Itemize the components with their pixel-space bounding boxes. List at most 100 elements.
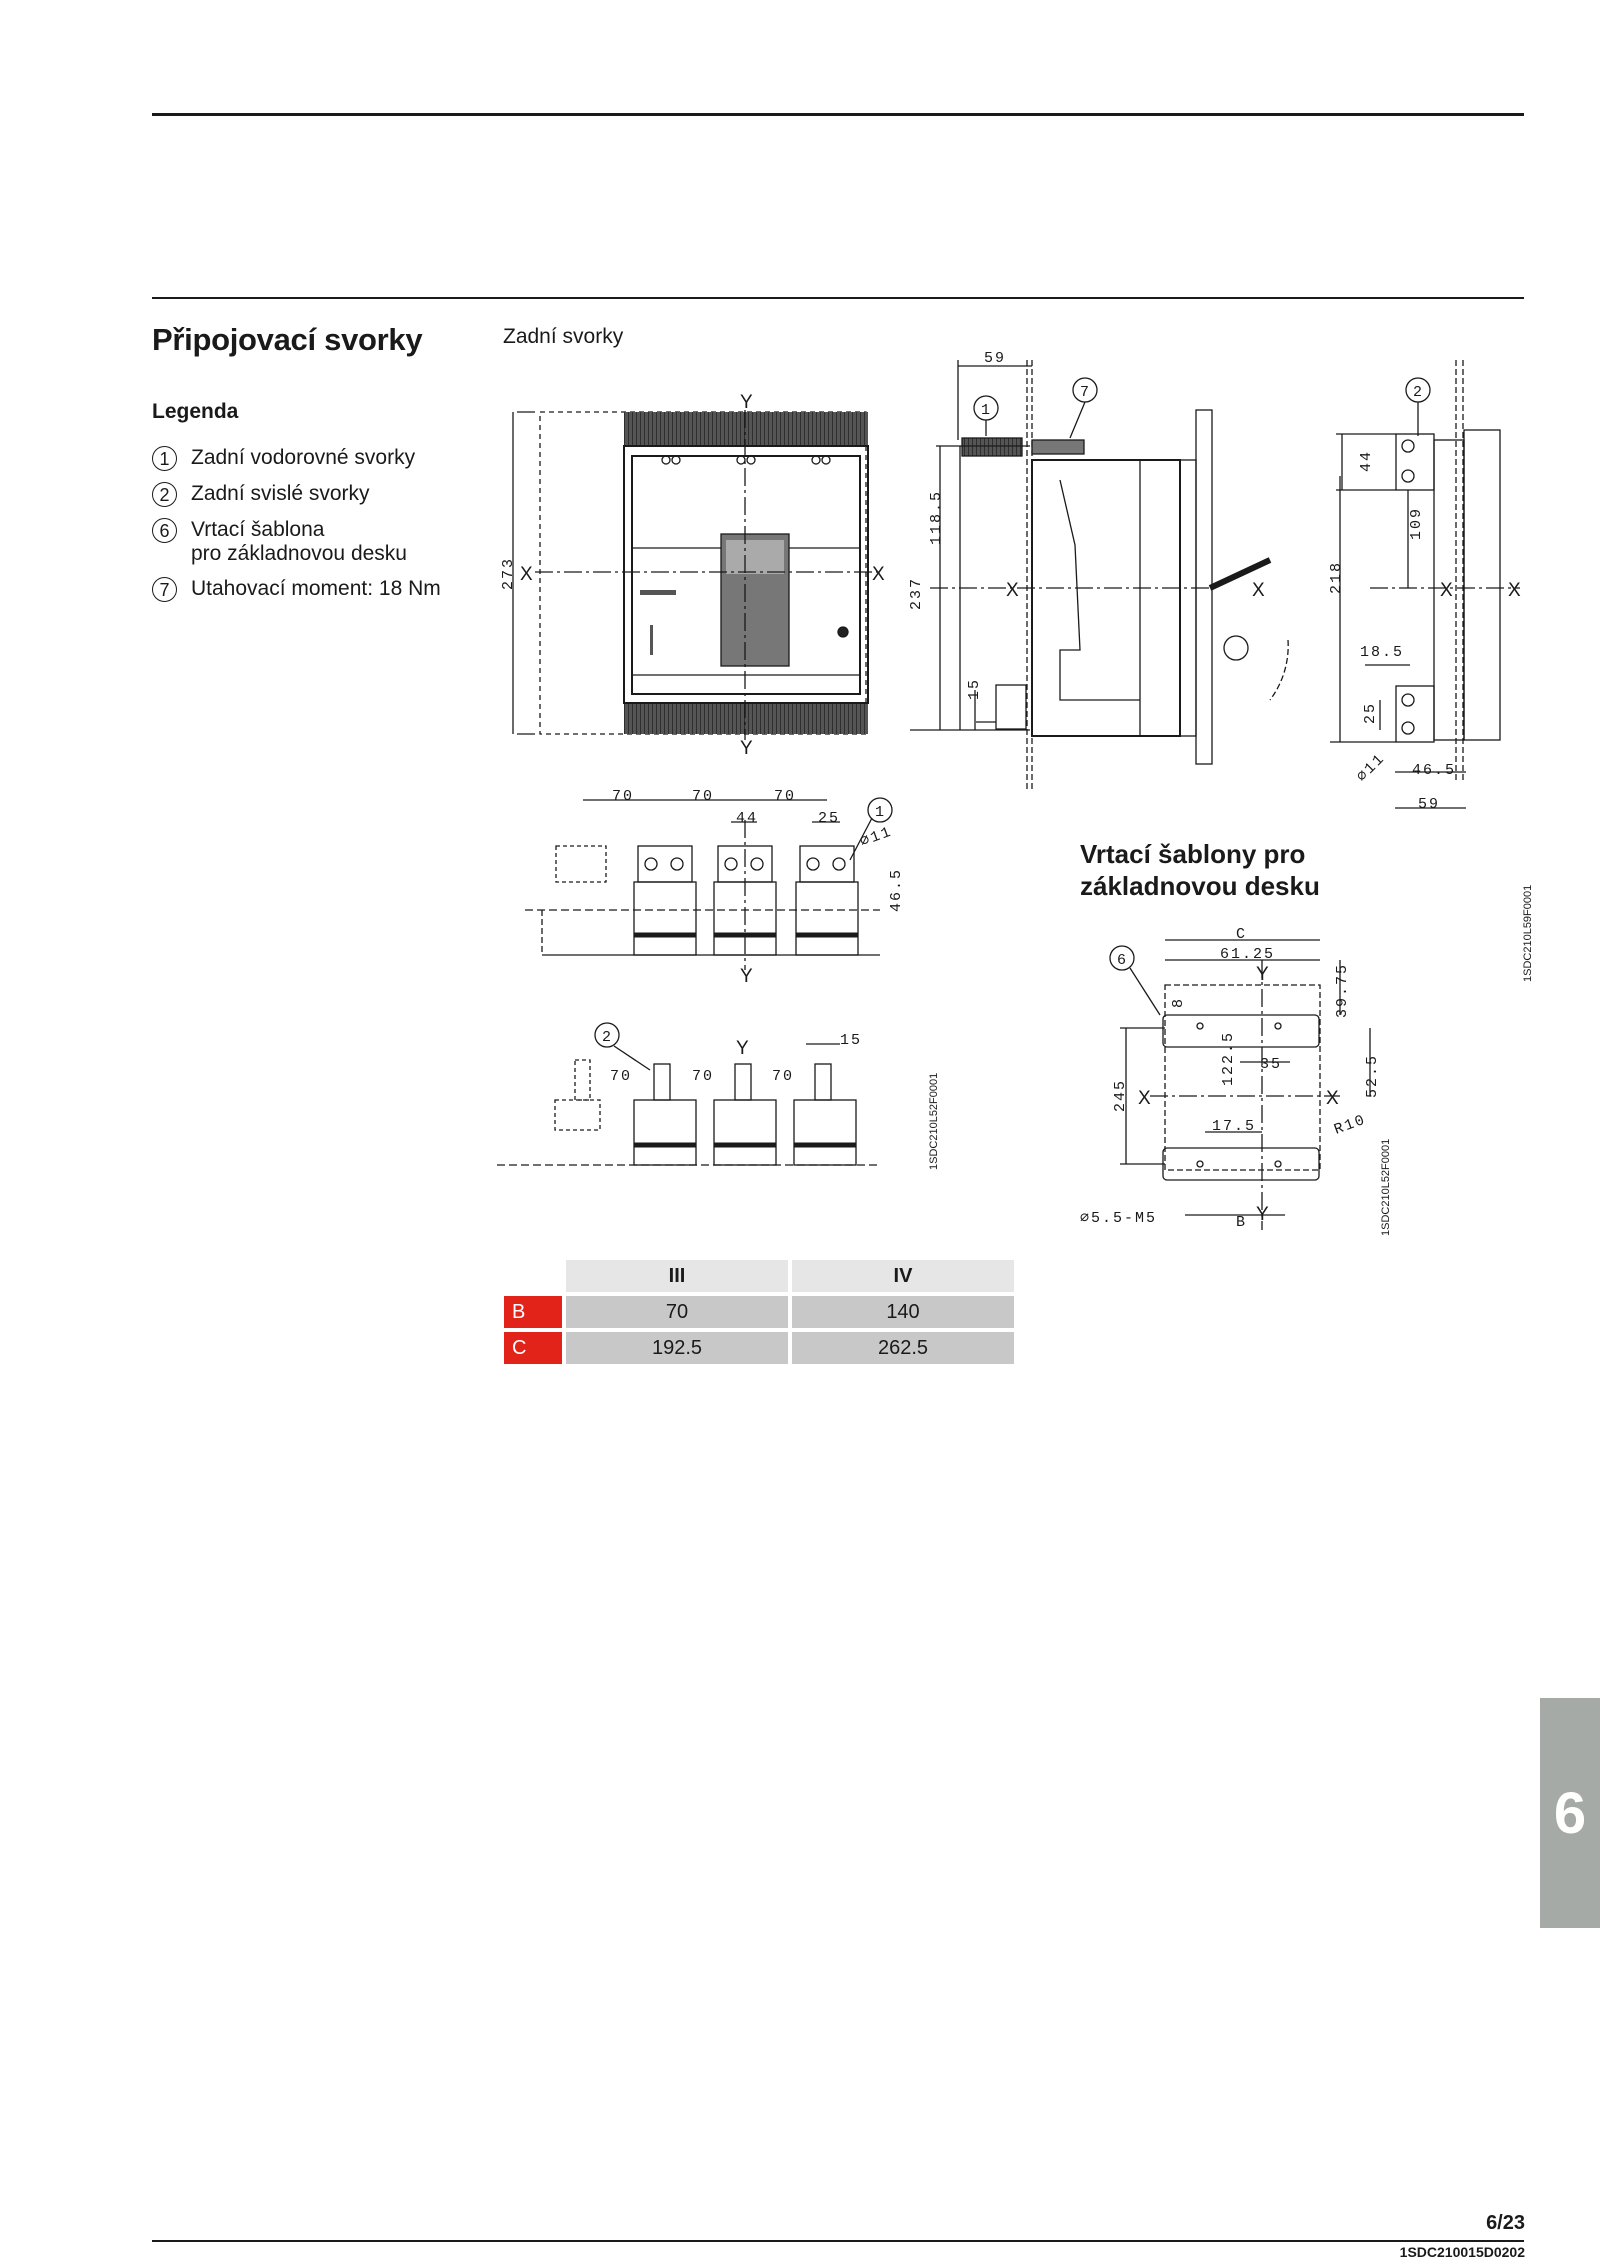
dim-r10: R10 [1332,1111,1369,1138]
drawing-code: 1SDC210L52F0001 [928,1072,940,1170]
callout-1: 1 [875,804,886,821]
dim-122-5: 122.5 [1220,1031,1237,1086]
dim-70: 70 [610,1068,632,1085]
dim-245: 245 [1112,1079,1129,1112]
dim-44: 44 [1358,450,1375,472]
axis-y-label: Y [1256,964,1269,985]
axis-y-label: Y [736,1038,749,1059]
top-rule [152,113,1524,116]
dim-35: 35 [1260,1056,1282,1073]
dim-218: 218 [1328,561,1345,594]
dim-70: 70 [772,1068,794,1085]
dim-237: 237 [908,577,925,610]
callout-6: 6 [1117,952,1128,969]
callout-circles [594,377,1431,1071]
table-row: B 70 140 [504,1296,1014,1328]
axis-x-label: X [1508,580,1521,601]
table-cell: 192.5 [566,1332,788,1364]
dim-118-5: 118.5 [928,490,945,545]
dim-17-5: 17.5 [1212,1118,1256,1135]
legend-text: Utahovací moment: 18 Nm [191,577,441,600]
dim-109: 109 [1408,507,1425,540]
axis-x-label: X [1252,580,1265,601]
dim-46-5: 46.5 [1412,762,1456,779]
row-key: C [504,1332,562,1364]
dim-59: 59 [1418,796,1440,813]
front-view [512,410,880,740]
side-view-vertical [1330,360,1520,809]
legend-text: Vrtací šablona pro základnovou desku [191,518,407,565]
table-cell: 70 [566,1296,788,1328]
axis-x-label: X [520,564,533,585]
axis-x-label: X [872,564,885,585]
drawing-labels: Y Y X X 273 59 237 118.5 15 X X 1 7 44 1… [500,350,1521,1231]
dim-59: 59 [984,350,1006,367]
dim-diameter-11: ∅11 [1354,750,1389,785]
axis-y-label: Y [740,738,753,759]
dim-15: 15 [840,1032,862,1049]
callout-number: 6 [152,518,177,543]
table-cell: 262.5 [792,1332,1014,1364]
dim-46-5: 46.5 [888,868,905,912]
callout-number: 2 [152,482,177,507]
row-key: B [504,1296,562,1328]
callout-number: 1 [152,446,177,471]
subtitle: Zadní svorky [503,325,624,348]
dim-b: B [1236,1214,1247,1231]
dim-15: 15 [966,678,983,700]
dim-25: 25 [818,810,840,827]
dim-52-5: 52.5 [1364,1054,1381,1098]
dim-70: 70 [692,1068,714,1085]
axis-y-label: Y [1256,1204,1269,1225]
legend-item: 6 Vrtací šablona pro základnovou desku [152,518,482,566]
dimension-table: III IV B 70 140 C 192.5 262.5 [500,1256,1018,1368]
dim-25: 25 [1362,702,1379,724]
legend-item: 1 Zadní vodorovné svorky [152,446,482,471]
axis-y-label: Y [740,392,753,413]
legend-title: Legenda [152,400,239,423]
section-rule [152,297,1524,299]
top-view-vertical [497,1043,880,1166]
callout-2: 2 [1413,384,1424,401]
drilling-template-title: Vrtací šablony pro základnovou desku [1080,839,1320,901]
table-cell: 140 [792,1296,1014,1328]
table-header: IV [792,1260,1014,1292]
legend-item: 2 Zadní svislé svorky [152,482,482,507]
legend-text: Zadní vodorovné svorky [191,446,416,469]
legend-list: 1 Zadní vodorovné svorky 2 Zadní svislé … [152,446,482,613]
hole-spec: ∅5.5-M5 [1080,1210,1157,1227]
dim-39-75: 39.75 [1334,963,1351,1018]
table-row: C 192.5 262.5 [504,1332,1014,1364]
dim-70: 70 [692,788,714,805]
legend-text: Zadní svislé svorky [191,482,370,505]
technical-drawing: Y Y X X 273 59 237 118.5 15 X X 1 7 44 1… [497,350,1521,1231]
footer-rule [152,2240,1524,2242]
table-corner [504,1260,562,1292]
legend-item: 7 Utahovací moment: 18 Nm [152,577,482,602]
axis-x-label: X [1138,1088,1151,1109]
dim-8: 8 [1170,997,1187,1008]
drawing-code: 1SDC210L59F0001 [1522,884,1534,982]
drawing-code: 1SDC210L52F0001 [1380,1138,1392,1236]
axis-x-label: X [1326,1088,1339,1109]
dim-61-25: 61.25 [1220,946,1275,963]
dim-diameter-11: ∅11 [858,823,895,850]
page-title: Připojovací svorky [152,322,423,357]
table-header-row: III IV [504,1260,1014,1292]
page-number: 6/23 [1486,2212,1525,2234]
drilling-template [1120,939,1371,1230]
chapter-tab: 6 [1540,1698,1600,1928]
callout-7: 7 [1080,384,1091,401]
callout-number: 7 [152,577,177,602]
dim-70: 70 [774,788,796,805]
dim-18-5: 18.5 [1360,644,1404,661]
side-view-horizontal [910,360,1289,790]
callout-2: 2 [602,1029,613,1046]
table-header: III [566,1260,788,1292]
dim-70: 70 [612,788,634,805]
axis-y-label: Y [740,966,753,987]
dim-44: 44 [736,810,758,827]
callout-1: 1 [981,402,992,419]
document-code: 1SDC210015D0202 [1399,2244,1525,2260]
dim-c: C [1236,926,1247,943]
